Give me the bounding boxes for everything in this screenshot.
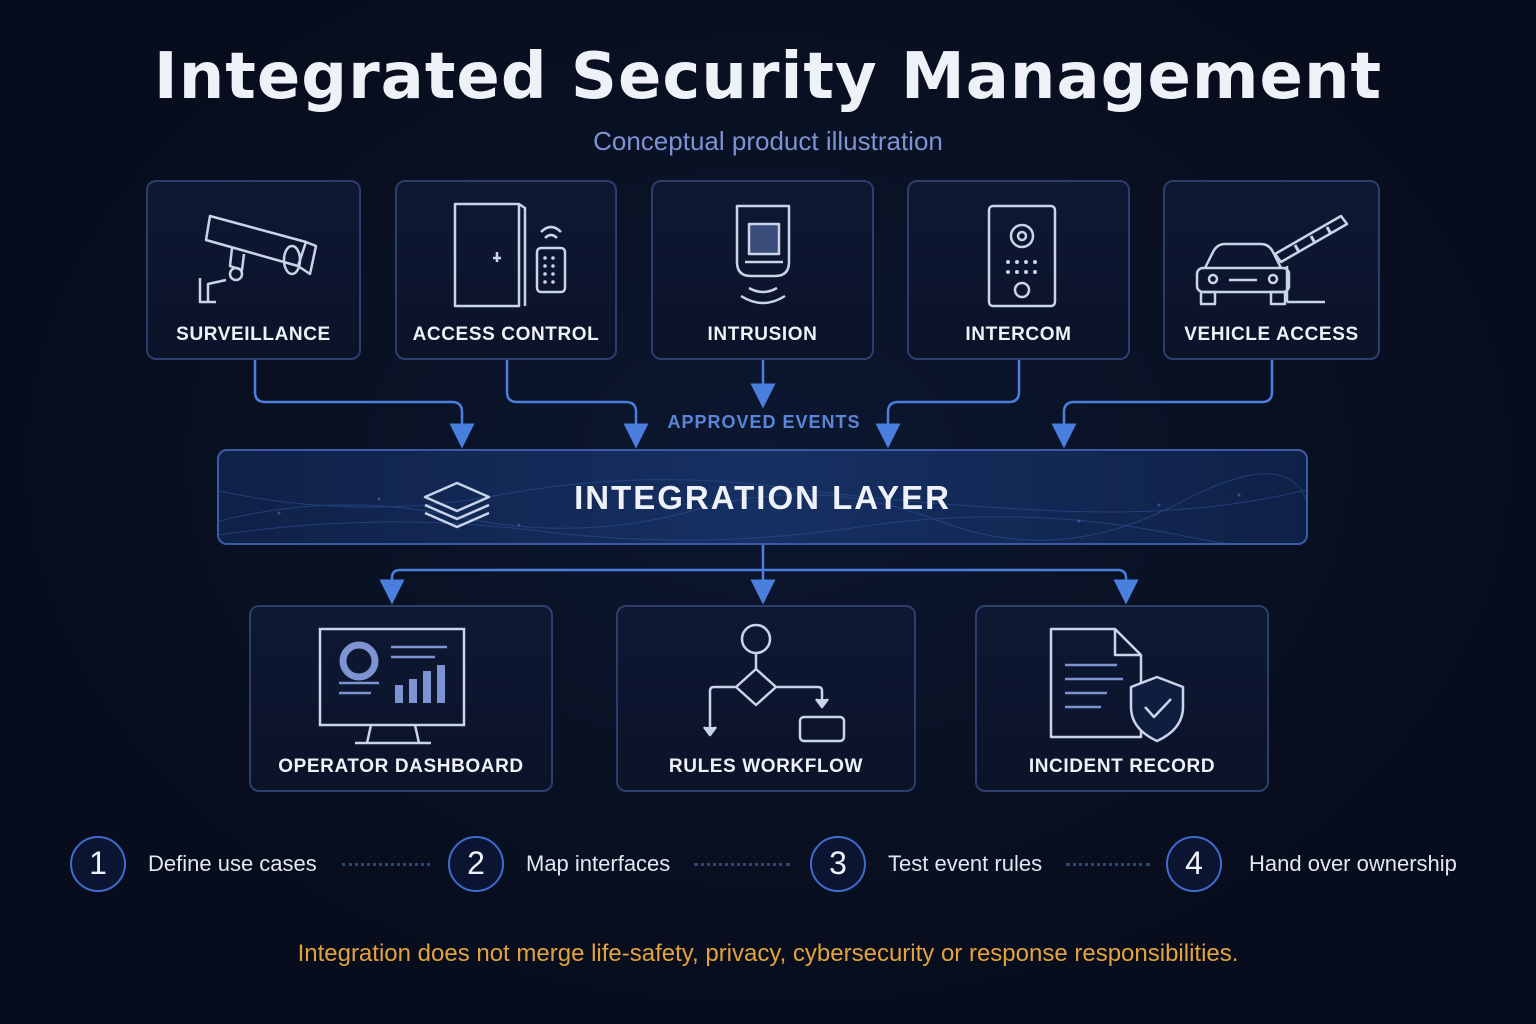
- responsibility-disclaimer: Integration does not merge life-safety, …: [297, 940, 1239, 967]
- step-3-number: 3: [810, 836, 866, 892]
- step-3-label: Test event rules: [888, 851, 1043, 876]
- step-divider: [694, 863, 790, 868]
- source-card-intrusion: INTRUSION: [651, 180, 874, 360]
- connector-access-control: [505, 360, 649, 449]
- step-divider: [1066, 863, 1150, 868]
- motion-sensor-icon: [735, 204, 791, 305]
- output-label: RULES WORKFLOW: [668, 756, 864, 777]
- step-divider: [342, 863, 430, 868]
- output-card-operator-dashboard: OPERATOR DASHBOARD: [249, 605, 553, 792]
- integration-layer-bar: INTEGRATION LAYER: [217, 449, 1308, 545]
- step-4-label: Hand over ownership: [1249, 851, 1457, 876]
- approved-events-label: APPROVED EVENTS: [667, 412, 861, 432]
- page-subtitle: Conceptual product illustration: [593, 126, 943, 156]
- source-card-surveillance: SURVEILLANCE: [146, 180, 361, 360]
- source-label: SURVEILLANCE: [176, 324, 331, 345]
- source-card-intercom: INTERCOM: [907, 180, 1130, 360]
- output-card-incident-record: INCIDENT RECORD: [975, 605, 1269, 792]
- integration-layer-title: INTEGRATION LAYER: [574, 479, 951, 516]
- flowchart-icon: [703, 623, 846, 743]
- network-pattern: [219, 473, 1306, 543]
- step-4-number: 4: [1166, 836, 1222, 892]
- output-card-rules-workflow: RULES WORKFLOW: [616, 605, 916, 792]
- source-label: INTRUSION: [707, 324, 818, 345]
- monitor-dashboard-icon: [318, 627, 466, 745]
- connector-output-bus: [390, 568, 1139, 605]
- output-label: INCIDENT RECORD: [1028, 756, 1216, 777]
- output-label: OPERATOR DASHBOARD: [278, 756, 524, 777]
- source-card-access-control: ACCESS CONTROL: [395, 180, 617, 360]
- door-keypad-icon: [453, 202, 567, 308]
- document-shield-icon: [1049, 627, 1185, 743]
- page-title: Integrated Security Management: [153, 40, 1383, 114]
- source-label: INTERCOM: [965, 324, 1072, 345]
- step-2-label: Map interfaces: [526, 851, 671, 876]
- source-card-vehicle-access: VEHICLE ACCESS: [1163, 180, 1380, 360]
- connector-surveillance: [253, 360, 475, 449]
- step-1-label: Define use cases: [148, 851, 317, 876]
- step-2-number: 2: [448, 836, 504, 892]
- layers-icon: [423, 481, 491, 529]
- connector-vehicle-access: [1051, 360, 1274, 449]
- cctv-camera-icon: [198, 214, 318, 304]
- step-1-number: 1: [70, 836, 126, 892]
- connector-intercom: [875, 360, 1021, 449]
- source-label: ACCESS CONTROL: [412, 324, 600, 345]
- car-barrier-icon: [1195, 214, 1349, 306]
- intercom-panel-icon: [987, 204, 1057, 308]
- source-label: VEHICLE ACCESS: [1184, 324, 1359, 345]
